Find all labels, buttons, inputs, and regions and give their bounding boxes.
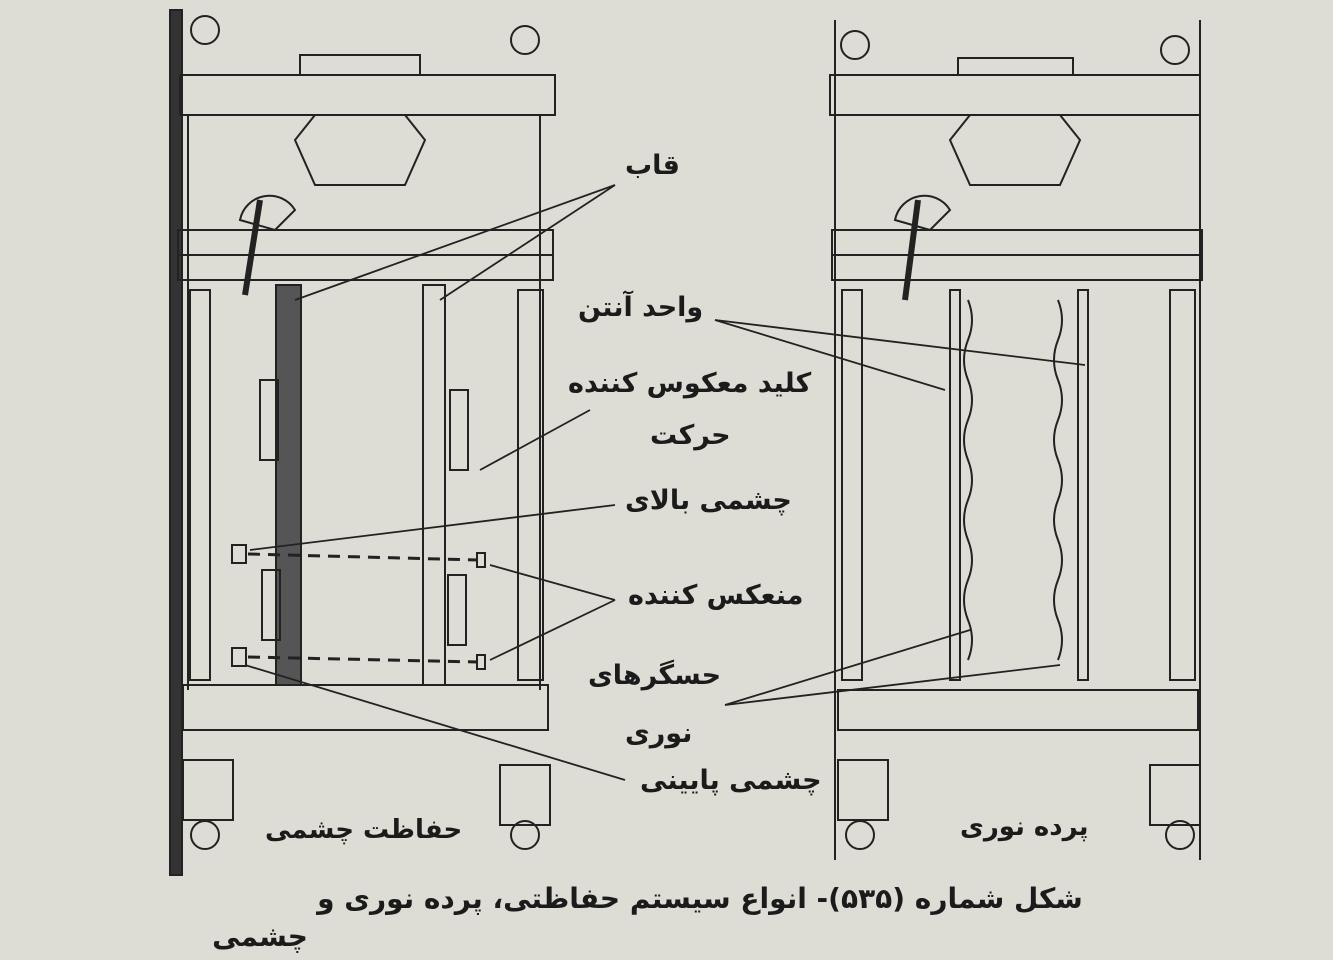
label-reverse-switch-2: حرکت xyxy=(650,420,731,451)
left-car-frame xyxy=(169,9,556,876)
label-light-sensors-1: حسگرهای xyxy=(588,660,722,691)
label-reverse-switch-1: کلید معکوس کننده xyxy=(568,368,812,399)
subfigure-title-light-curtain: پرده نوری xyxy=(960,812,1089,842)
figure-caption-line2: چشمی xyxy=(212,920,308,953)
label-light-sensors-2: نوری xyxy=(625,718,693,749)
label-frame: قاب xyxy=(625,150,680,181)
label-reflector: منعکس کننده xyxy=(628,580,804,611)
label-upper-eye: چشمی بالای xyxy=(625,485,792,516)
subfigure-title-eye-protection: حفاظت چشمی xyxy=(265,815,463,845)
right-car-frame xyxy=(829,20,1203,860)
label-lower-eye: چشمی پایینی xyxy=(640,765,822,796)
label-antenna-unit: واحد آنتن xyxy=(578,292,704,323)
leader-lines xyxy=(244,184,1086,781)
figure-caption-line1: شکل شماره (۵۳۵)- انواع سیستم حفاظتی، پرد… xyxy=(317,882,1083,915)
